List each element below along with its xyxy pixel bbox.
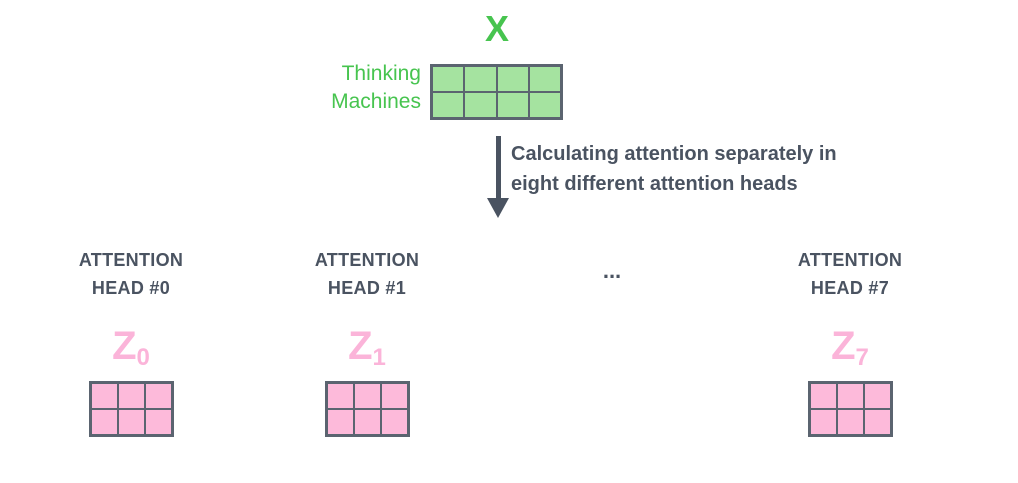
z1-matrix: [324, 381, 410, 437]
z0-base: Z: [112, 324, 137, 368]
matrix-cell: [496, 66, 529, 92]
attention-head-0: ATTENTION HEAD #0 Z0: [21, 246, 241, 437]
matrix-cell: [353, 409, 381, 435]
matrix-cell: [809, 409, 837, 435]
input-matrix-label: X: [484, 8, 509, 49]
matrix-cell: [528, 92, 561, 118]
matrix-cell: [432, 92, 465, 118]
matrix-cell: [90, 409, 118, 435]
matrix-cell: [496, 92, 529, 118]
matrix-cell: [380, 383, 408, 409]
matrix-cell: [353, 383, 381, 409]
matrix-cell: [380, 409, 408, 435]
down-arrow-line: [496, 136, 501, 198]
attention-head-1-title: ATTENTION HEAD #1: [314, 250, 420, 298]
attention-head-0-title: ATTENTION HEAD #0: [78, 250, 184, 298]
matrix-cell: [432, 66, 465, 92]
z7-subscript: 7: [855, 344, 869, 371]
arrow-caption: Calculating attention separately in eigh…: [511, 143, 837, 195]
z0-subscript: 0: [136, 344, 150, 371]
input-matrix: [430, 64, 563, 120]
z0-label: Z0: [21, 326, 241, 378]
z1-label: Z1: [257, 326, 477, 378]
attention-head-1: ATTENTION HEAD #1 Z1: [257, 246, 477, 437]
matrix-cell: [836, 409, 864, 435]
attention-head-7: ATTENTION HEAD #7 Z7: [740, 246, 960, 437]
matrix-cell: [836, 383, 864, 409]
heads-ellipsis: ...: [602, 258, 622, 283]
z1-subscript: 1: [372, 344, 386, 371]
matrix-cell: [809, 383, 837, 409]
matrix-cell: [464, 92, 497, 118]
matrix-cell: [144, 409, 172, 435]
matrix-cell: [90, 383, 118, 409]
matrix-cell: [144, 383, 172, 409]
input-word-labels: Thinking Machines: [331, 62, 421, 113]
matrix-cell: [863, 383, 891, 409]
z7-matrix: [807, 381, 893, 437]
z7-label: Z7: [740, 326, 960, 378]
attention-head-7-title: ATTENTION HEAD #7: [797, 250, 903, 298]
matrix-cell: [863, 409, 891, 435]
matrix-cell: [326, 383, 354, 409]
z1-base: Z: [348, 324, 373, 368]
matrix-cell: [117, 383, 145, 409]
matrix-cell: [326, 409, 354, 435]
z7-base: Z: [831, 324, 856, 368]
matrix-cell: [528, 66, 561, 92]
matrix-cell: [117, 409, 145, 435]
z0-matrix: [88, 381, 174, 437]
matrix-cell: [464, 66, 497, 92]
down-arrow-icon: [487, 198, 509, 218]
